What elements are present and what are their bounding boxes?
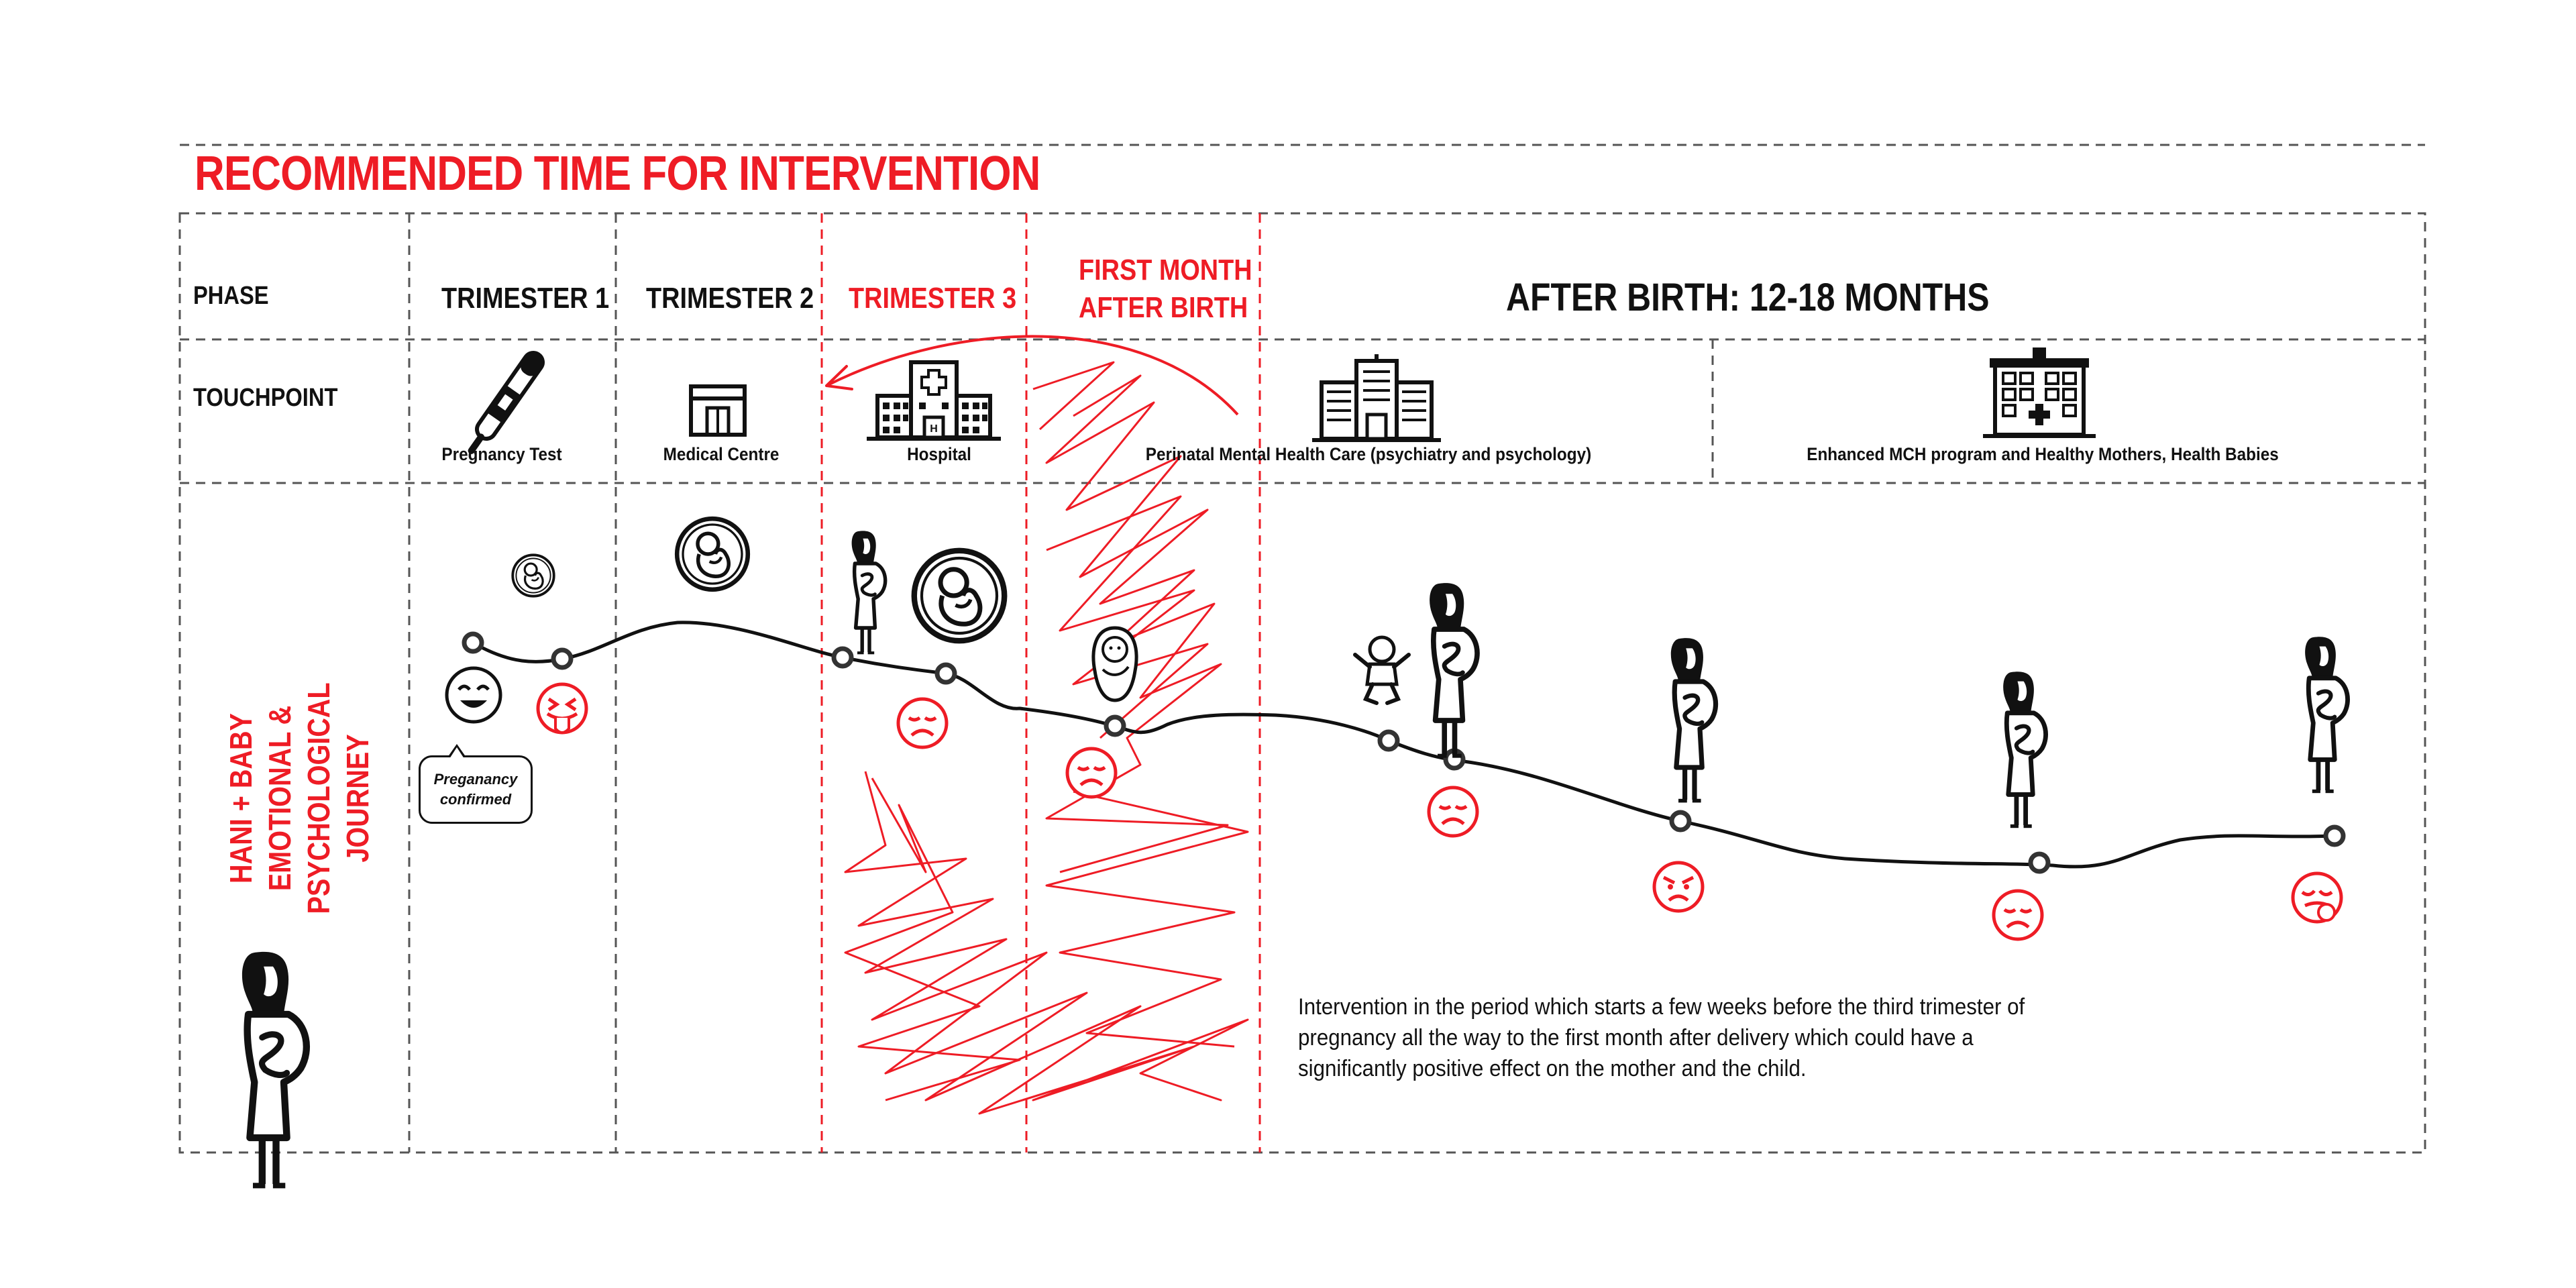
phase-trimester-3: TRIMESTER 3 bbox=[849, 282, 1017, 315]
fetus-icon bbox=[914, 551, 1004, 641]
row-label-touchpoint: TOUCHPOINT bbox=[193, 384, 338, 412]
touchpoint-perinatal: Perinatal Mental Health Care (psychiatry… bbox=[1145, 444, 1592, 464]
baby-icon bbox=[1353, 635, 1411, 705]
swaddled-baby-icon bbox=[1091, 626, 1138, 702]
pregnant-woman-icon bbox=[1430, 583, 1477, 756]
angry-face-icon bbox=[1654, 863, 1703, 911]
touchpoint-medical-centre: Medical Centre bbox=[663, 444, 780, 464]
smiling-face-icon bbox=[445, 666, 502, 724]
row-label-phase: PHASE bbox=[193, 282, 269, 310]
fetus-icon bbox=[511, 553, 555, 598]
speech-bubble: Preganancy confirmed bbox=[419, 744, 533, 824]
svg-text:H: H bbox=[930, 423, 938, 435]
intervention-arc bbox=[826, 335, 1239, 416]
bubble-line1: Preganancy bbox=[433, 771, 518, 788]
mch-clinic-icon bbox=[1983, 347, 2096, 438]
intervention-note: Intervention in the period which starts … bbox=[1298, 994, 2025, 1081]
touchpoint-mch: Enhanced MCH program and Healthy Mothers… bbox=[1807, 444, 2279, 464]
phase-trimester-2: TRIMESTER 2 bbox=[646, 282, 814, 315]
health-care-building-icon bbox=[1312, 354, 1441, 442]
sad-face-icon bbox=[1429, 788, 1477, 836]
pregnant-woman-icon bbox=[2003, 672, 2045, 826]
nauseated-face-icon bbox=[2293, 873, 2341, 922]
phase-trimester-1: TRIMESTER 1 bbox=[441, 282, 610, 315]
touchpoint-pregnancy-test: Pregnancy Test bbox=[441, 444, 562, 464]
fetus-icon bbox=[677, 519, 748, 590]
journey-row-title: HANI + BABY EMOTIONAL & PSYCHOLOGICAL JO… bbox=[221, 557, 377, 1040]
pregnant-woman-icon bbox=[1671, 638, 1716, 800]
stress-scribble bbox=[844, 361, 1249, 1115]
phase-after-birth: AFTER BIRTH: 12-18 MONTHS bbox=[1506, 276, 1990, 319]
touchpoint-hospital: Hospital bbox=[907, 444, 971, 464]
pregnant-woman-icon bbox=[852, 531, 885, 653]
phase-first-month-line2: AFTER BIRTH bbox=[1079, 291, 1248, 324]
sad-face-icon bbox=[898, 699, 947, 747]
page-title: RECOMMENDED TIME FOR INTERVENTION bbox=[195, 147, 1040, 201]
journey-title-line2: EMOTIONAL & PSYCHOLOGICAL bbox=[262, 682, 336, 914]
hospital-icon: H bbox=[867, 360, 1001, 441]
journey-curve bbox=[472, 621, 2335, 869]
phase-first-month-line1: FIRST MONTH bbox=[1079, 254, 1252, 286]
pregnancy-test-icon bbox=[468, 351, 545, 454]
journey-nodes bbox=[462, 631, 2346, 874]
table-frame bbox=[178, 212, 2426, 1154]
sad-face-icon bbox=[1067, 749, 1116, 797]
sad-face-icon bbox=[1994, 891, 2042, 939]
journey-title-line3: JOURNEY bbox=[340, 734, 375, 863]
bubble-line2: confirmed bbox=[439, 791, 512, 808]
medical-centre-icon bbox=[689, 384, 747, 437]
journey-title-line1: HANI + BABY bbox=[223, 713, 258, 883]
tongue-out-face-icon bbox=[538, 684, 586, 733]
pregnant-woman-icon bbox=[2305, 637, 2347, 791]
